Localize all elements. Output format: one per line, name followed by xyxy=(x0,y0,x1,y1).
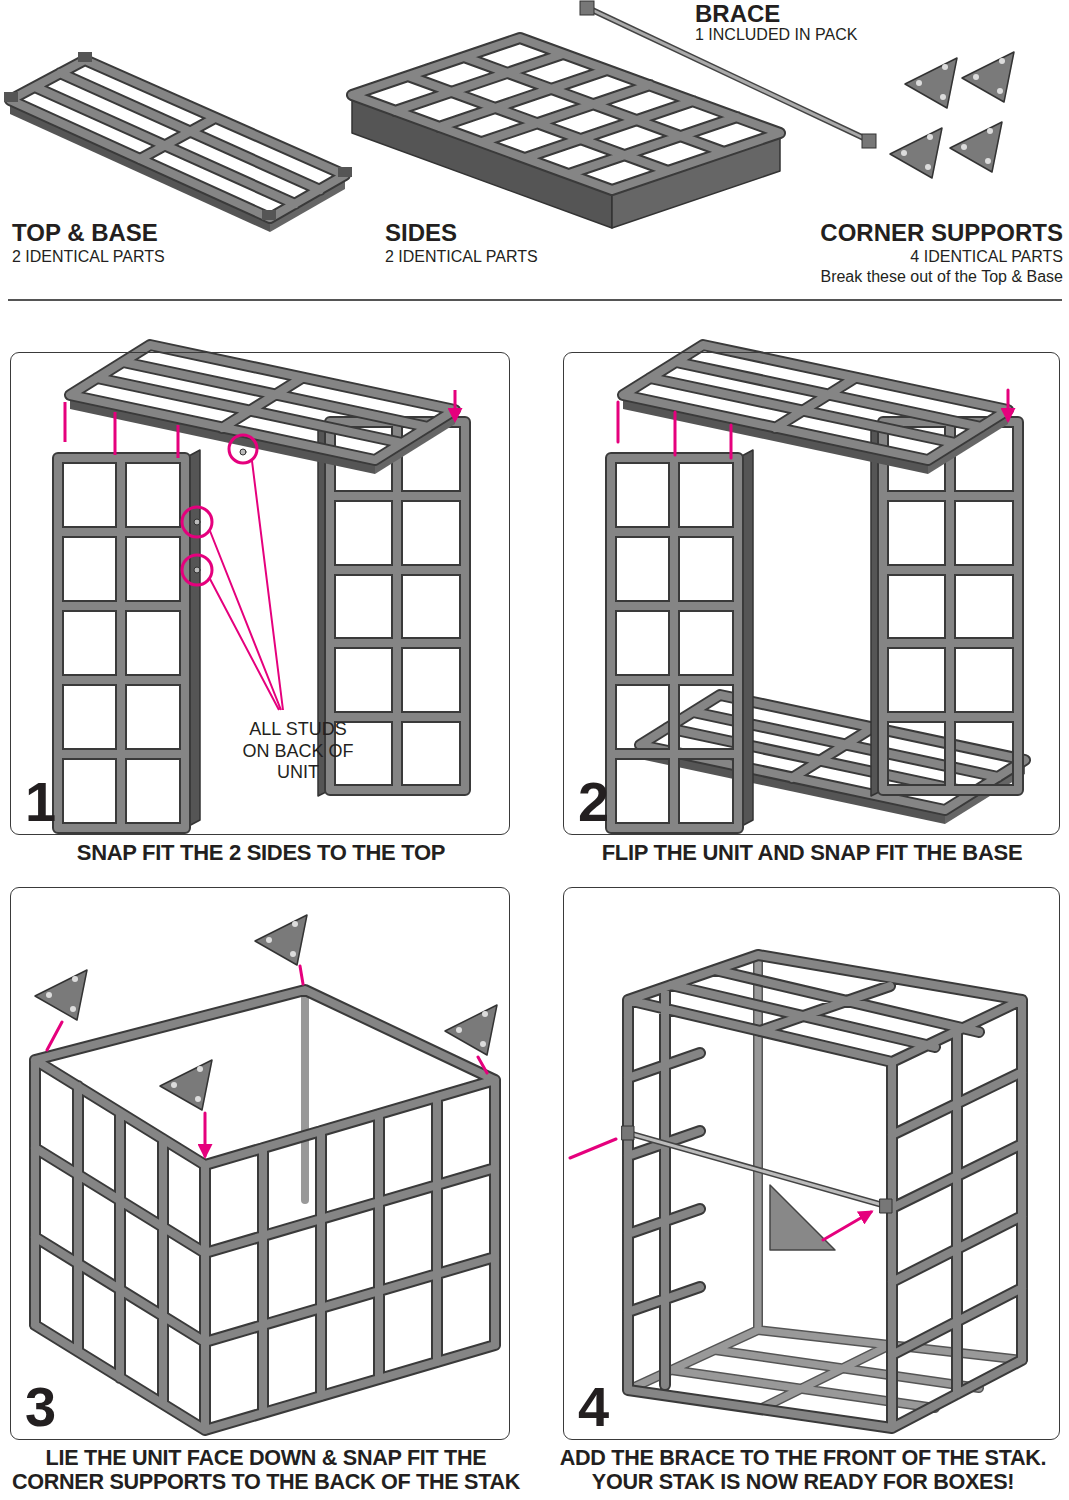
step3-illustration xyxy=(35,990,495,1430)
step1-callouts xyxy=(65,390,455,710)
step1-illustration xyxy=(58,458,185,828)
step-caption: SNAP FIT THE 2 SIDES TO THE TOP xyxy=(1,841,521,865)
step1-illustration xyxy=(330,422,465,790)
step-caption: ADD THE BRACE TO THE FRONT OF THE STAK. … xyxy=(541,1446,1065,1494)
step-panel: 2FLIP THE UNIT AND SNAP FIT THE BASE xyxy=(563,352,1060,835)
step2-illustration xyxy=(611,458,738,828)
step1-callouts xyxy=(182,507,212,537)
corner-supports xyxy=(905,58,957,108)
step2-illustration xyxy=(611,458,738,828)
part-name: CORNER SUPPORTS xyxy=(820,220,1063,245)
part-name: BRACE xyxy=(695,1,780,26)
step4-illustration xyxy=(628,955,1022,1428)
divider-line xyxy=(8,299,1062,301)
step4-illustration xyxy=(622,1126,634,1140)
part-note: Break these out of the Top & Base xyxy=(820,269,1063,286)
callout-note: ALL STUDS ON BACK OF UNIT xyxy=(239,719,357,784)
brace-part xyxy=(588,8,868,140)
step3-illustration xyxy=(47,966,487,1156)
step1-illustration xyxy=(330,422,465,790)
brace-part xyxy=(588,8,868,140)
step-panel: 1ALL STUDS ON BACK OF UNITSNAP FIT THE 2… xyxy=(10,352,510,835)
step2-illustration xyxy=(611,345,1025,828)
step-number: 2 xyxy=(578,774,609,830)
step4-illustration xyxy=(628,1133,886,1206)
step-caption: LIE THE UNIT FACE DOWN & SNAP FIT THE CO… xyxy=(1,1446,531,1494)
step3-illustration xyxy=(445,1005,497,1055)
step1-illustration xyxy=(70,345,455,460)
step-number: 1 xyxy=(25,774,56,830)
step3-illustration xyxy=(301,990,309,1200)
top-base-part xyxy=(78,52,92,62)
step3-illustration xyxy=(160,1060,212,1110)
step3-illustration xyxy=(255,915,307,965)
top-base-part xyxy=(262,210,276,220)
part-note: 2 IDENTICAL PARTS xyxy=(385,249,538,266)
step2-illustration xyxy=(623,345,1008,460)
corner-supports xyxy=(890,52,1014,178)
corner-supports xyxy=(962,52,1014,102)
step1-illustration xyxy=(240,449,246,455)
step2-illustration xyxy=(618,390,1008,458)
side-part xyxy=(352,38,780,190)
step-panel: 4ADD THE BRACE TO THE FRONT OF THE STAK.… xyxy=(563,887,1060,1440)
step1-illustration xyxy=(194,519,200,525)
top-base-part xyxy=(4,52,352,232)
corner-supports xyxy=(890,128,942,178)
step-panel: 3LIE THE UNIT FACE DOWN & SNAP FIT THE C… xyxy=(10,887,510,1440)
step-caption: FLIP THE UNIT AND SNAP FIT THE BASE xyxy=(554,841,1069,865)
step3-illustration xyxy=(35,990,495,1430)
brace-part xyxy=(862,134,876,148)
part-note: 4 IDENTICAL PARTS xyxy=(910,249,1063,266)
part-name: SIDES xyxy=(385,220,457,245)
step4-illustration xyxy=(628,955,1022,1428)
step1-callouts xyxy=(229,435,257,463)
step-number: 3 xyxy=(25,1379,56,1435)
brace-part xyxy=(580,1,594,15)
side-part xyxy=(352,38,780,190)
brace-part xyxy=(580,1,876,148)
top-base-part xyxy=(10,60,345,218)
step3-illustration xyxy=(35,915,497,1430)
step3-illustration xyxy=(35,970,87,1020)
step4-illustration xyxy=(570,1139,871,1240)
part-note: 1 INCLUDED IN PACK xyxy=(695,27,857,44)
top-base-part xyxy=(10,60,345,218)
step4-illustration xyxy=(880,1199,892,1213)
step1-callouts xyxy=(182,555,212,585)
step4-illustration xyxy=(570,955,1022,1428)
corner-supports xyxy=(950,122,1002,172)
step1-illustration xyxy=(58,458,185,828)
step1-illustration xyxy=(194,567,200,573)
top-base-part xyxy=(4,92,18,102)
step2-illustration xyxy=(883,422,1018,790)
step2-illustration xyxy=(623,345,1008,460)
step1-illustration xyxy=(70,345,455,460)
part-name: TOP & BASE xyxy=(12,220,158,245)
step-number: 4 xyxy=(578,1379,609,1435)
top-base-part xyxy=(338,167,352,177)
step4-illustration xyxy=(628,1133,886,1206)
part-note: 2 IDENTICAL PARTS xyxy=(12,249,165,266)
step1-illustration xyxy=(58,345,465,828)
step2-illustration xyxy=(883,422,1018,790)
step1-callouts xyxy=(210,461,283,710)
step1-callouts xyxy=(65,390,455,458)
